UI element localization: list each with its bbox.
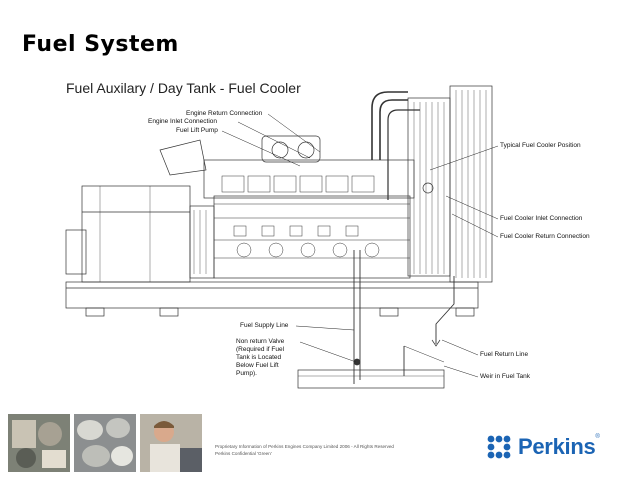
label-typical-cooler-position: Typical Fuel Cooler Position bbox=[500, 142, 581, 149]
footer-copyright: Proprietary Information of Perkins Engin… bbox=[215, 444, 394, 449]
fuel-cooler bbox=[407, 97, 451, 277]
label-cooler-inlet: Fuel Cooler Inlet Connection bbox=[500, 215, 583, 222]
engine-parts-photo bbox=[8, 414, 70, 472]
label-engine-return: Engine Return Connection bbox=[186, 110, 263, 117]
diagram-title: Fuel Auxilary / Day Tank - Fuel Cooler bbox=[66, 80, 301, 96]
label-fuel-supply: Fuel Supply Line bbox=[240, 322, 289, 329]
label-weir: Weir in Fuel Tank bbox=[480, 373, 530, 380]
generator-fuel-diagram bbox=[65, 85, 499, 389]
foot-left bbox=[85, 307, 105, 317]
label-engine-inlet: Engine Inlet Connection bbox=[148, 118, 218, 125]
perkins-dots-icon bbox=[487, 435, 511, 459]
slide-title: Fuel System bbox=[22, 32, 179, 57]
non-return-valve bbox=[353, 358, 361, 366]
label-non-return-valve: Non return Valve (Required if Fuel Tank … bbox=[236, 338, 285, 377]
label-fuel-lift-pump: Fuel Lift Pump bbox=[176, 127, 218, 134]
brand-name: Perkins bbox=[518, 434, 596, 459]
base-frame bbox=[65, 281, 479, 309]
foot-mid2 bbox=[379, 307, 399, 317]
fuel-return-line bbox=[435, 276, 455, 344]
engine-block bbox=[213, 195, 411, 279]
footer-confidential: Perkins Confidential 'Green' bbox=[215, 451, 272, 456]
pistons-photo bbox=[74, 414, 136, 472]
engineer-photo bbox=[140, 414, 202, 472]
foot-right bbox=[455, 307, 475, 317]
perkins-logo: Perkins® bbox=[486, 432, 600, 462]
label-fuel-return-line: Fuel Return Line bbox=[480, 351, 529, 358]
perkins-wordmark: Perkins® bbox=[518, 434, 600, 460]
fuel-tank bbox=[297, 369, 445, 389]
alternator-body bbox=[81, 185, 191, 283]
coolant-pipe bbox=[379, 99, 408, 160]
engine-upper bbox=[203, 159, 415, 199]
radiator bbox=[449, 85, 493, 283]
label-cooler-return: Fuel Cooler Return Connection bbox=[500, 233, 590, 240]
footer-notice: Proprietary Information of Perkins Engin… bbox=[215, 443, 394, 457]
brand-trademark: ® bbox=[595, 434, 600, 440]
foot-mid bbox=[159, 307, 179, 317]
